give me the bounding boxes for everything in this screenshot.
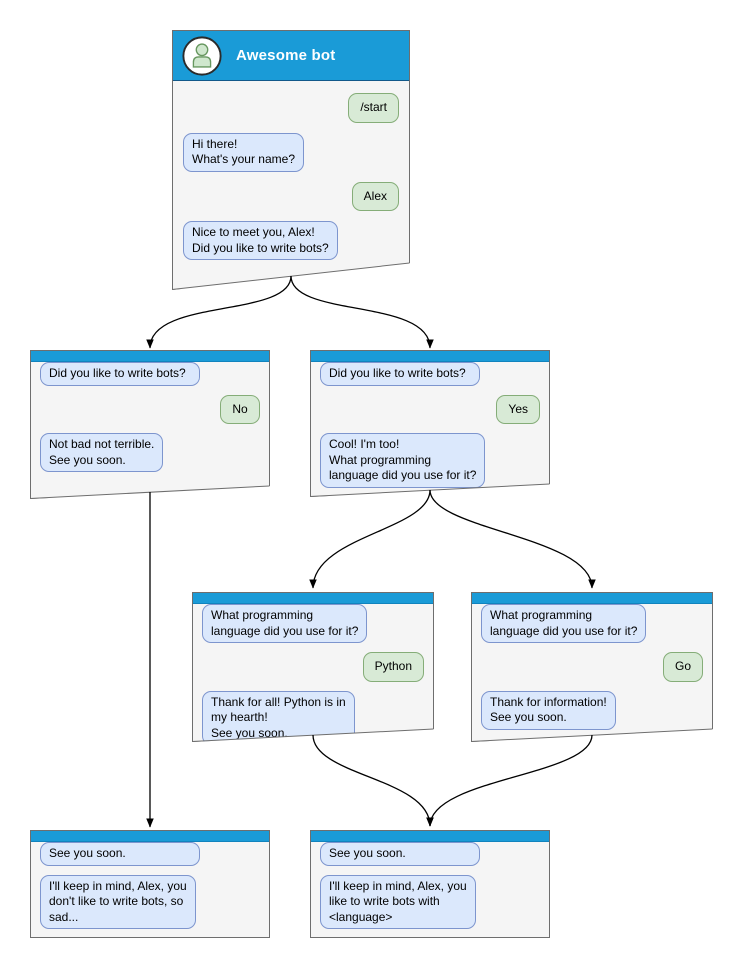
window-title: Awesome bot [236, 47, 336, 64]
bot-message-bubble: Thank for all! Python is in my hearth! S… [202, 690, 355, 742]
bot-message-bubble: I'll keep in mind, Alex, you don't like … [40, 874, 196, 929]
bot-message-bubble: See you soon. [40, 842, 200, 866]
bot-message-bubble: Did you like to write bots? [40, 362, 200, 386]
connector-yes-to-go [429, 489, 596, 589]
bot-message-bubble: Nice to meet you, Alex! Did you like to … [183, 221, 338, 260]
window-titlebar [193, 593, 433, 604]
connector-yes-to-python [309, 489, 431, 589]
bot-message-bubble: Did you like to write bots? [320, 362, 480, 386]
bot-message-bubble: Not bad not terrible. See you soon. [40, 433, 164, 472]
bot-message-bubble: Thank for information! See you soon. [481, 690, 616, 730]
user-message-bubble: No [220, 394, 260, 424]
connector-python-to-end [312, 734, 434, 827]
window-titlebar [31, 351, 269, 362]
chat-messages: What programming language did you use fo… [193, 604, 433, 742]
user-message-bubble: Alex [351, 181, 399, 211]
bot-message-bubble: I'll keep in mind, Alex, you like to wri… [320, 874, 476, 929]
bot-message-bubble: What programming language did you use fo… [202, 604, 368, 643]
chat-messages: See you soon. I'll keep in mind, Alex, yo… [31, 842, 269, 937]
window-titlebar [311, 831, 549, 842]
window-titlebar [472, 593, 712, 604]
connector-go-to-end [426, 734, 593, 827]
user-message-bubble: /start [348, 93, 399, 123]
chat-window-branch-go: What programming language did you use fo… [471, 592, 713, 742]
connector-start-to-no [146, 275, 292, 349]
chat-messages: See you soon. I'll keep in mind, Alex, yo… [311, 842, 549, 937]
chat-window-end-no: See you soon. I'll keep in mind, Alex, yo… [30, 830, 270, 938]
user-message-bubble: Python [362, 652, 424, 682]
chat-messages: What programming language did you use fo… [472, 604, 712, 741]
person-icon [182, 35, 222, 76]
bot-message-bubble: Hi there! What's your name? [183, 132, 305, 172]
chat-window-branch-python: What programming language did you use fo… [192, 592, 434, 742]
bot-message-bubble: See you soon. [320, 842, 480, 866]
connector-start-to-yes [290, 275, 434, 349]
chat-window-end-yes: See you soon. I'll keep in mind, Alex, yo… [310, 830, 550, 938]
bot-message-bubble: What programming language did you use fo… [481, 604, 647, 643]
user-message-bubble: Go [662, 652, 703, 682]
bot-message-bubble: Cool! I'm too! What programming language… [320, 433, 486, 488]
window-titlebar: Awesome bot [173, 31, 409, 81]
user-message-bubble: Yes [496, 394, 540, 424]
window-titlebar [31, 831, 269, 842]
window-titlebar [311, 351, 549, 362]
chat-window-main: Awesome bot /start Hi there! What's your … [172, 30, 410, 290]
